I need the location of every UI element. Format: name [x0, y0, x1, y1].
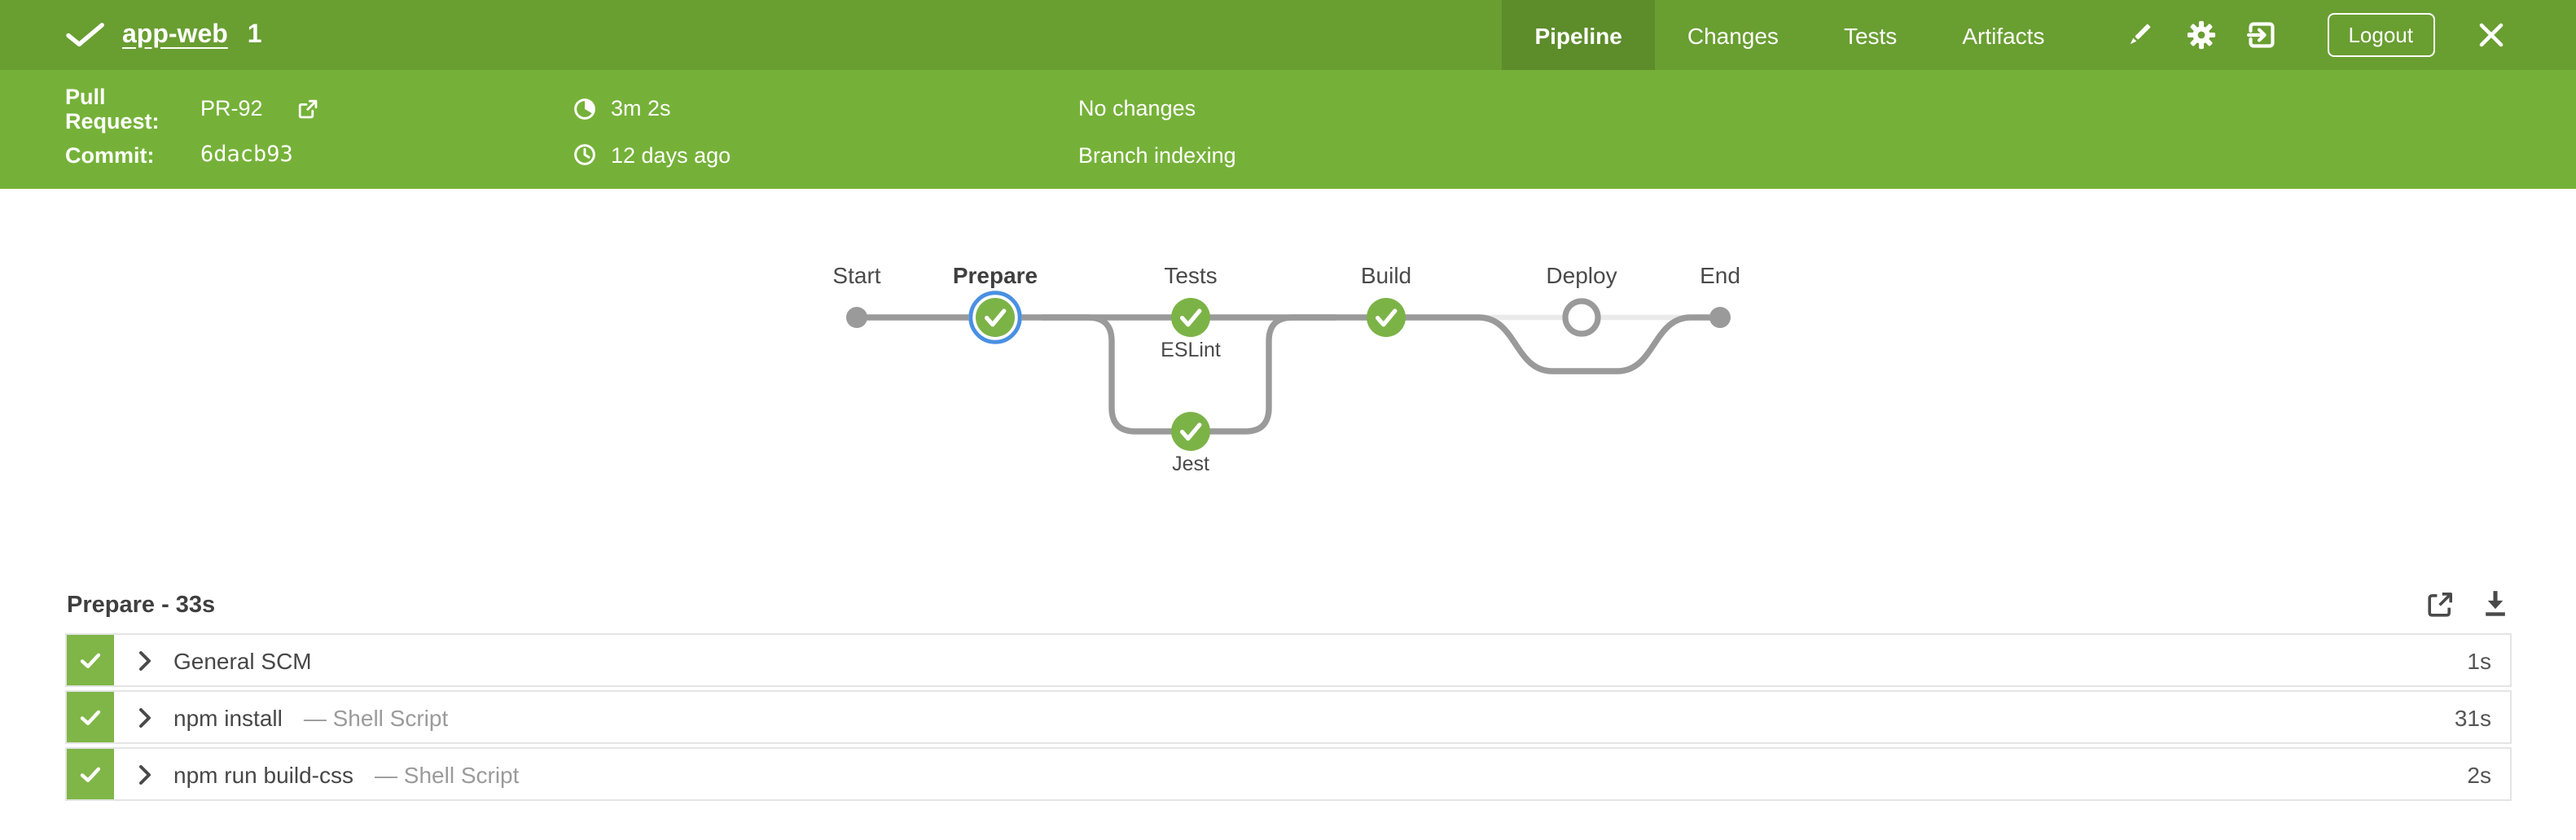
branch-label-eslint: ESLint [1161, 339, 1221, 361]
stage-node-build[interactable] [1367, 298, 1406, 337]
steps-panel-actions [2398, 589, 2509, 620]
external-link-icon[interactable] [299, 98, 318, 118]
end-node [1709, 307, 1731, 328]
changes-text: No changes [1078, 96, 1196, 120]
pull-request-label: Pull Request: [65, 84, 160, 133]
stage-label-start: Start [832, 263, 880, 288]
build-number: 1 [247, 20, 262, 48]
stage-label-tests: Tests [1164, 263, 1217, 288]
duration-row: 3m 2s [573, 92, 671, 125]
chevron-right-icon[interactable] [138, 764, 151, 784]
cause-text: Branch indexing [1078, 142, 1236, 167]
completed-value: 12 days ago [611, 142, 731, 167]
completed-row: 12 days ago [573, 138, 731, 171]
stage-label-deploy: Deploy [1546, 263, 1617, 288]
close-icon[interactable] [2478, 23, 2503, 47]
logout-button[interactable]: Logout [2327, 13, 2434, 57]
commit-row: Commit: 6dacb93 [65, 138, 293, 171]
run-details-band: Pull Request: PR-92 Commit: 6dacb93 3m 2… [0, 70, 2576, 189]
download-icon[interactable] [2480, 589, 2509, 620]
steps-list: General SCM 1s npm install — Shell Scrip… [65, 633, 2511, 804]
step-detail: — Shell Script [375, 761, 520, 787]
step-row-general-scm[interactable]: General SCM 1s [65, 633, 2511, 687]
step-status-success [67, 635, 113, 685]
run-title-group: app-web 1 [0, 0, 262, 70]
changes-row: No changes [1078, 92, 1196, 125]
tab-tests[interactable]: Tests [1843, 22, 1898, 48]
tab-changes[interactable]: Changes [1687, 22, 1779, 48]
commit-hash: 6dacb93 [200, 142, 293, 168]
tab-artifacts[interactable]: Artifacts [1962, 22, 2045, 48]
step-duration: 2s [2467, 761, 2491, 787]
chevron-right-icon[interactable] [138, 707, 151, 727]
pencil-icon[interactable] [2124, 20, 2155, 50]
commit-label: Commit: [65, 142, 155, 167]
pipeline-graph: Start Prepare Tests Build Deploy End ESL… [832, 263, 1740, 475]
exit-icon[interactable] [2246, 20, 2277, 50]
step-name: General SCM [173, 647, 312, 673]
stage-label-end: End [1700, 263, 1740, 288]
pull-request-value: PR-92 [200, 96, 263, 120]
start-node [846, 307, 867, 328]
step-name: npm install [173, 704, 283, 730]
cause-row: Branch indexing [1078, 138, 1236, 171]
open-external-icon[interactable] [2425, 589, 2454, 620]
tab-pipeline[interactable]: Pipeline [1502, 0, 1655, 70]
pipeline-name-link[interactable]: app-web [122, 20, 228, 48]
branch-label-jest: Jest [1172, 453, 1209, 475]
duration-value: 3m 2s [611, 96, 671, 120]
step-status-success [67, 692, 113, 742]
check-icon [66, 23, 104, 47]
check-icon [80, 709, 100, 724]
elapsed-pie-icon [574, 98, 595, 119]
chevron-right-icon[interactable] [138, 650, 151, 670]
gear-icon[interactable] [2185, 20, 2216, 50]
tab-strip: Pipeline Changes Tests Artifacts [1502, 0, 2077, 70]
check-icon [80, 766, 100, 781]
step-name: npm run build-css [173, 761, 353, 787]
step-row-npm-run-build-css[interactable]: npm run build-css — Shell Script 2s [65, 747, 2511, 801]
stage-node-deploy-skipped[interactable] [1562, 298, 1601, 337]
pull-request-row: Pull Request: PR-92 [65, 84, 318, 133]
check-icon [80, 652, 100, 667]
steps-panel-title: Prepare - 33s [67, 593, 216, 619]
stage-node-jest[interactable] [1171, 412, 1210, 451]
step-duration: 1s [2467, 647, 2491, 673]
clock-icon [574, 144, 595, 165]
step-duration: 31s [2454, 704, 2491, 730]
step-status-success [67, 749, 113, 799]
step-detail: — Shell Script [303, 704, 449, 730]
stage-label-build: Build [1361, 263, 1411, 288]
stage-node-prepare-selected[interactable] [968, 291, 1022, 344]
stage-label-prepare: Prepare [953, 263, 1038, 288]
step-row-npm-install[interactable]: npm install — Shell Script 31s [65, 690, 2511, 744]
stage-node-eslint[interactable] [1171, 298, 1210, 337]
header-actions: Logout [2124, 0, 2576, 70]
header-bar: app-web 1 Pipeline Changes Tests Artifac… [0, 0, 2576, 70]
main-connector-line [854, 314, 1723, 374]
